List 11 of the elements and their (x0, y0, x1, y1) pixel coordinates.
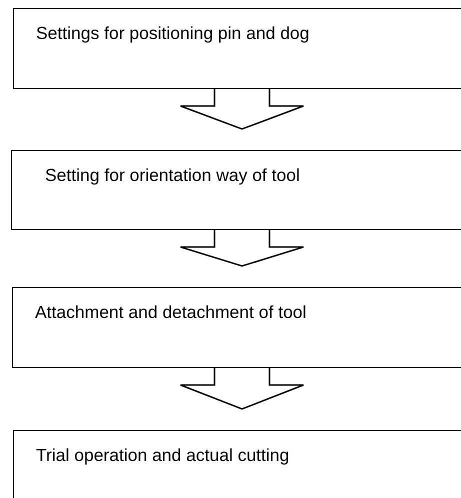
process-box (13, 8, 461, 89)
process-box (11, 150, 461, 230)
process-box (13, 430, 461, 498)
block-arrow (180, 88, 304, 130)
process-box (12, 287, 461, 368)
step-label: Setting for orientation way of tool (45, 165, 300, 186)
block-arrow (180, 367, 304, 410)
step-label: Attachment and detachment of tool (35, 302, 306, 323)
step-label: Settings for positioning pin and dog (36, 23, 310, 44)
block-arrow (180, 229, 304, 267)
step-label: Trial operation and actual cutting (36, 445, 290, 466)
